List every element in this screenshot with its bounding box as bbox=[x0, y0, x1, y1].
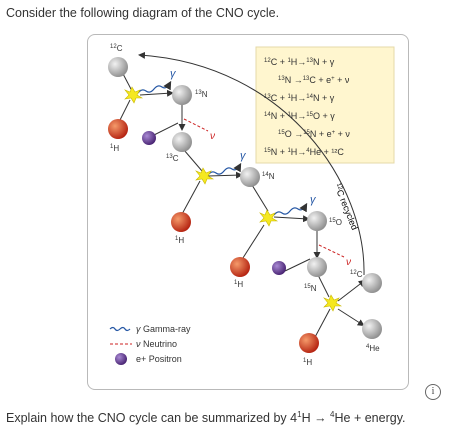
reaction-path-lines bbox=[118, 69, 366, 340]
nitrogen-13-nucleus bbox=[172, 85, 192, 105]
svg-text:15O: 15O bbox=[329, 218, 342, 227]
question-follow-up: Explain how the CNO cycle can be summari… bbox=[6, 410, 406, 426]
svg-text:1H: 1H bbox=[175, 236, 184, 245]
svg-text:14N: 14N bbox=[262, 172, 275, 181]
svg-text:1H: 1H bbox=[234, 280, 243, 289]
carbon-12-nucleus bbox=[108, 57, 128, 77]
gamma-ray-squiggles bbox=[137, 80, 308, 216]
svg-text:13C: 13C bbox=[166, 154, 179, 163]
legend-positron: e+ Positron bbox=[136, 354, 182, 364]
svg-text:4He: 4He bbox=[366, 344, 380, 353]
legend-gamma: γ Gamma-ray bbox=[136, 324, 191, 334]
svg-text:12C: 12C bbox=[350, 270, 363, 279]
positron-b bbox=[272, 261, 286, 275]
carbon-13-nucleus bbox=[172, 132, 192, 152]
svg-text:12C: 12C bbox=[110, 44, 123, 53]
positron-a bbox=[142, 131, 156, 145]
hydrogen-1-nucleus-a bbox=[108, 119, 128, 139]
hydrogen-1-nucleus-c bbox=[230, 257, 250, 277]
hydrogen-1-nucleus-d bbox=[299, 333, 319, 353]
reaction-equation-5: 15O →15N + e+ + ν bbox=[278, 129, 350, 139]
reaction-flashes bbox=[124, 86, 343, 312]
reaction-equation-6: 15N + 1H→4He + ¹²C bbox=[264, 147, 344, 157]
helium-4-nucleus bbox=[362, 319, 382, 339]
recycle-arrow bbox=[138, 51, 365, 276]
gamma-label-1: γ bbox=[170, 68, 177, 80]
neutrino-label-1: ν bbox=[210, 131, 215, 142]
reaction-equation-3: 13C + 1H→14N + γ bbox=[264, 93, 335, 103]
reaction-equations-box bbox=[255, 46, 395, 164]
gamma-label-2: γ bbox=[240, 150, 247, 162]
oxygen-15-nucleus bbox=[307, 211, 327, 231]
legend-gamma-swatch bbox=[109, 326, 131, 332]
hydrogen-1-nucleus-b bbox=[171, 212, 191, 232]
svg-text:15N: 15N bbox=[304, 284, 317, 293]
cno-cycle-figure: 12C + 1H→13N + γ 13N →13C + e+ + ν 13C + 1… bbox=[108, 44, 395, 367]
cno-cycle-diagram: 12C + 1H→13N + γ 13N →13C + e+ + ν 13C + 1… bbox=[87, 34, 409, 390]
carbon-12-recycled-nucleus bbox=[362, 273, 382, 293]
legend-neutrino: ν Neutrino bbox=[136, 339, 177, 349]
nitrogen-15-nucleus bbox=[307, 257, 327, 277]
info-icon[interactable]: i bbox=[425, 384, 441, 400]
nucleus-labels: 12C 13N 1H 13C 1H 14N 1H 15O 15N 12C 4He… bbox=[110, 44, 380, 367]
legend: γ Gamma-ray ν Neutrino e+ Positron bbox=[109, 324, 191, 365]
nitrogen-14-nucleus bbox=[240, 167, 260, 187]
reaction-equations: 12C + 1H→13N + γ 13N →13C + e+ + ν 13C + 1… bbox=[264, 57, 350, 157]
nuclei bbox=[108, 57, 382, 353]
reaction-equation-4: 14N + 1H→15O + γ bbox=[264, 111, 335, 121]
svg-text:1H: 1H bbox=[303, 358, 312, 367]
neutrino-label-2: ν bbox=[346, 257, 351, 268]
legend-positron-swatch bbox=[115, 353, 127, 365]
svg-text:13N: 13N bbox=[195, 90, 208, 99]
gamma-label-3: γ bbox=[310, 194, 317, 206]
svg-text:1H: 1H bbox=[110, 144, 119, 153]
neutrino-lines bbox=[183, 118, 345, 258]
reaction-equation-2: 13N →13C + e+ + ν bbox=[278, 75, 350, 85]
reaction-equation-1: 12C + 1H→13N + γ bbox=[264, 57, 335, 67]
question-prompt: Consider the following diagram of the CN… bbox=[6, 6, 280, 20]
